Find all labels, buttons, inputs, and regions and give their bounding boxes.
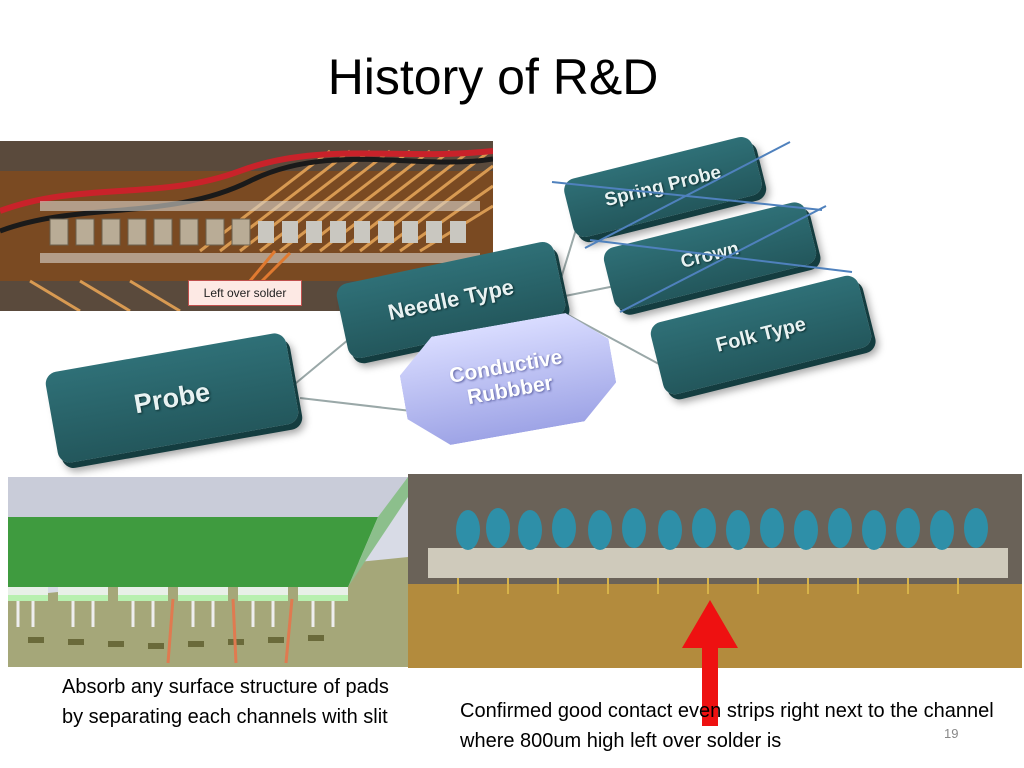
page-number: 19 <box>944 726 959 741</box>
probe-3d-model-render <box>8 477 408 761</box>
caption-slit-absorption: Absorb any surface structure of pads by … <box>62 676 389 728</box>
caption-good-contact: Confirmed good contact even strips right… <box>460 700 994 752</box>
pcb-solder-photo <box>0 141 493 311</box>
red-arrow-icon <box>682 600 738 726</box>
assembled-probe-photo <box>408 474 1022 668</box>
left-over-solder-callout: Left over solder <box>188 280 302 306</box>
slide-title: History of R&D <box>327 49 659 105</box>
